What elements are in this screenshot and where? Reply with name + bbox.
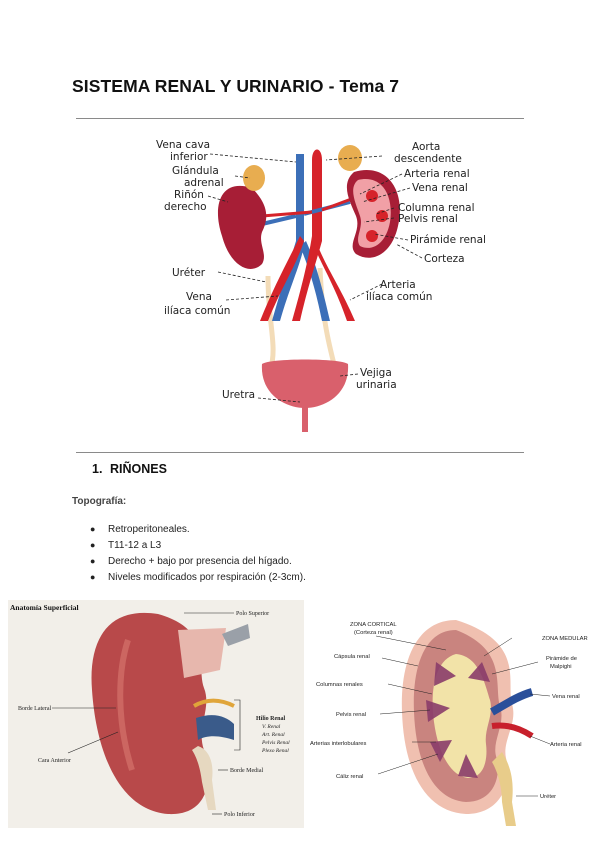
- label-vena-iliaca-2: ilíaca común: [164, 305, 230, 317]
- label-ureter: Uréter: [172, 267, 206, 279]
- label-rinon: Riñón: [174, 189, 204, 201]
- fig2-hilio-item: Pelvis Renal: [261, 740, 290, 746]
- fig3-vena-renal: Vena renal: [552, 694, 580, 700]
- bullet-icon: ●: [90, 540, 96, 550]
- bullet-icon: ●: [90, 572, 96, 582]
- label-pelvis-renal: Pelvis renal: [398, 213, 458, 225]
- fig2-hilio-item: Art. Renal: [261, 732, 285, 738]
- label-aorta: Aorta: [412, 141, 440, 153]
- fig3-piramide: Pirámide de: [546, 656, 577, 662]
- section-heading: 1. RIÑONES: [92, 462, 167, 476]
- list-item: ● Retroperitoneales.: [90, 521, 306, 537]
- label-piramide-renal: Pirámide renal: [410, 234, 486, 246]
- list-item-text: T11-12 a L3: [108, 540, 162, 551]
- label-glandula-2: adrenal: [184, 177, 224, 189]
- page-title: SISTEMA RENAL Y URINARIO - Tema 7: [72, 76, 400, 96]
- fig2-title: Anatomía Superficial: [10, 603, 79, 612]
- fig2-hilio-renal: Hilio Renal: [256, 716, 286, 722]
- fig3-ureter: Uréter: [540, 794, 556, 800]
- label-uretra: Uretra: [222, 389, 255, 401]
- label-corteza: Corteza: [424, 253, 465, 265]
- label-vena-cava-2: inferior: [170, 151, 208, 163]
- label-vena-renal: Vena renal: [412, 182, 468, 194]
- fig2-hilio-item: V. Renal: [262, 724, 281, 730]
- fig3-columnas: Columnas renales: [316, 682, 363, 688]
- fig3-arterias-inter: Arterias interlobulares: [310, 741, 366, 747]
- label-columna-renal: Columna renal: [398, 202, 475, 214]
- urinary-system-diagram: Vena cava inferior Glándula adrenal Riñó…: [156, 139, 486, 432]
- list-item: ● Derecho + bajo por presencia del hígado…: [90, 553, 306, 569]
- label-rinon-2: derecho: [164, 201, 207, 213]
- fig3-caliz: Cáliz renal: [336, 774, 363, 780]
- kidney-internal-anatomy: ZONA CORTICAL (Corteza renal) ZONA MEDUL…: [310, 620, 588, 826]
- list-item-text: Niveles modificados por respiración (2-3…: [108, 572, 306, 583]
- divider: [76, 118, 524, 119]
- fig3-zona-cortical: ZONA CORTICAL: [350, 622, 397, 628]
- label-vena-iliaca: Vena: [186, 291, 212, 303]
- label-vena-cava: Vena cava: [156, 139, 210, 151]
- fig2-hilio-item: Plexo Renal: [261, 748, 289, 754]
- label-arteria-iliaca-2: ilíaca común: [366, 291, 432, 303]
- kidney-superficial-anatomy: Anatomía Superficial Polo Superior Borde…: [8, 600, 304, 828]
- fig2-polo-inferior: Polo Inferior: [224, 811, 255, 818]
- bullet-icon: ●: [90, 556, 96, 566]
- section-title: RIÑONES: [110, 462, 167, 476]
- section-number: 1.: [92, 462, 103, 476]
- divider: [76, 452, 524, 453]
- fig2-borde-medial: Borde Medial: [230, 768, 263, 774]
- fig2-borde-lateral: Borde Lateral: [18, 706, 51, 712]
- list-item: ● Niveles modificados por respiración (2-…: [90, 569, 306, 585]
- bullet-icon: ●: [90, 524, 96, 534]
- label-arteria-iliaca: Arteria: [380, 279, 416, 291]
- fig3-capsula: Cápsula renal: [334, 654, 370, 660]
- subheading: Topografía:: [72, 496, 127, 507]
- label-vejiga: Vejiga: [360, 367, 392, 379]
- fig3-arteria-renal: Arteria renal: [550, 742, 582, 748]
- fig3-piramide-2: Malpighi: [550, 664, 572, 670]
- fig2-polo-superior: Polo Superior: [236, 611, 269, 617]
- label-vejiga-2: urinaria: [356, 379, 397, 391]
- label-arteria-renal: Arteria renal: [404, 168, 470, 180]
- bullet-list: ● Retroperitoneales. ● T11-12 a L3 ● Derech…: [90, 521, 306, 585]
- list-item: ● T11-12 a L3: [90, 537, 306, 553]
- fig2-cara-anterior: Cara Anterior: [38, 758, 71, 764]
- label-glandula: Glándula: [172, 165, 219, 177]
- fig3-zona-medular: ZONA MEDULAR: [542, 636, 588, 642]
- list-item-text: Derecho + bajo por presencia del hígado.: [108, 556, 292, 567]
- fig3-zona-cortical-2: (Corteza renal): [354, 630, 393, 636]
- fig3-pelvis: Pelvis renal: [336, 712, 366, 718]
- list-item-text: Retroperitoneales.: [108, 524, 190, 535]
- label-aorta-2: descendente: [394, 153, 462, 165]
